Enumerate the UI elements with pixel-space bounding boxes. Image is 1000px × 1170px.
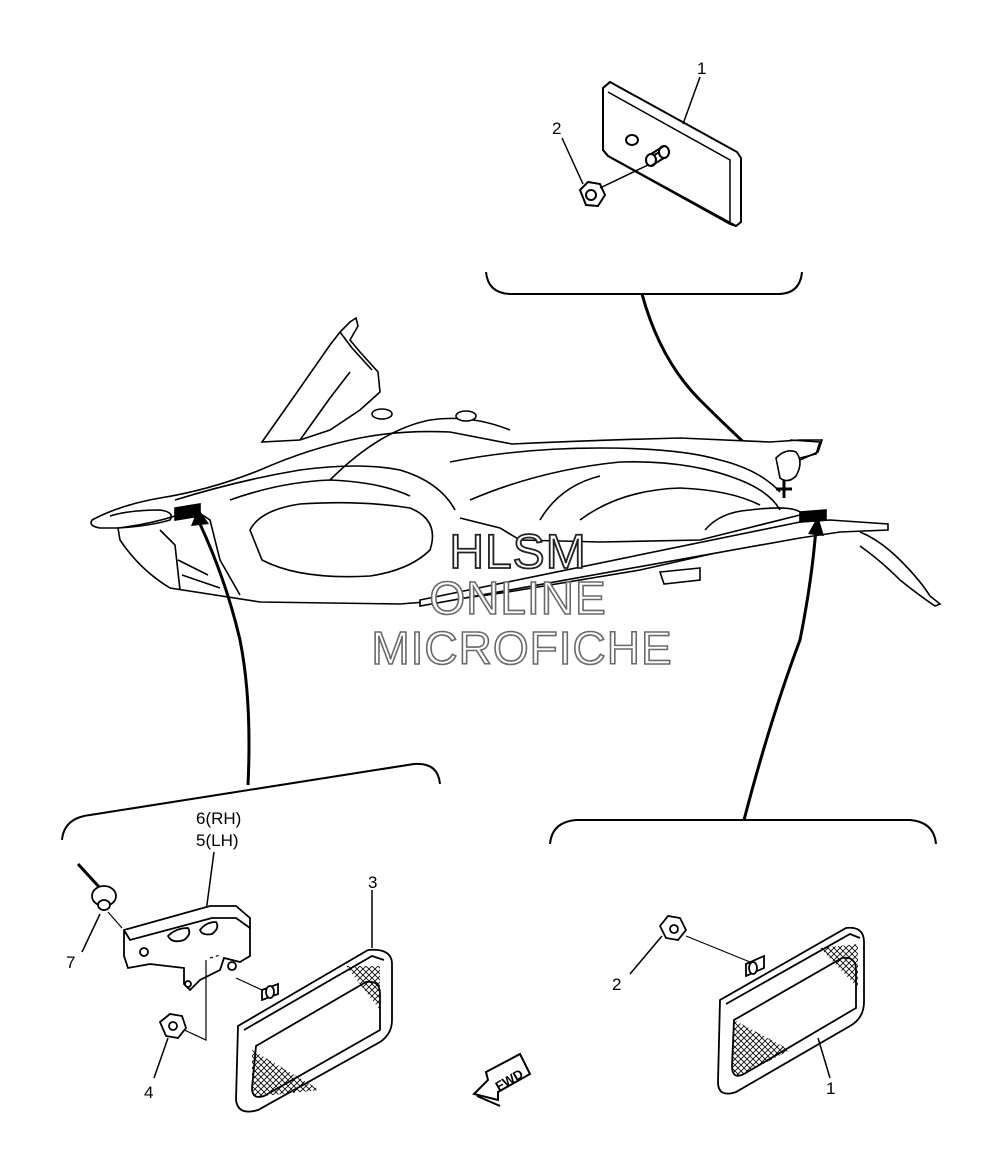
watermark-line1: HLSM bbox=[449, 526, 586, 579]
rivet-leader bbox=[81, 913, 101, 953]
right-detail-bracket bbox=[549, 819, 937, 845]
nut-guide-line bbox=[179, 960, 207, 1041]
right-arrowhead bbox=[808, 516, 824, 536]
callout-rivet: 7 bbox=[66, 953, 75, 972]
top-reflector-plate bbox=[602, 80, 742, 228]
callout-left-nut: 4 bbox=[144, 1083, 153, 1102]
right-nut bbox=[658, 915, 688, 941]
rivet bbox=[76, 862, 117, 911]
callout-bracket-lh: 5(LH) bbox=[196, 831, 239, 850]
left-detail-group: 6(RH) 5(LH) 7 4 bbox=[61, 762, 441, 1113]
callout-right-reflector: 1 bbox=[826, 1079, 835, 1098]
watermark-line2: ONLINE bbox=[429, 572, 606, 624]
left-reflector bbox=[235, 948, 393, 1113]
top-nut bbox=[578, 180, 607, 208]
fwd-arrow: FWD bbox=[472, 1052, 532, 1107]
callout-right-nut: 2 bbox=[612, 975, 621, 994]
right-reflector bbox=[717, 926, 865, 1095]
right-reflector-leader bbox=[817, 1037, 831, 1079]
right-pointer-arrow bbox=[742, 527, 818, 821]
right-nut-leader bbox=[629, 935, 663, 975]
right-detail-group: 2 1 bbox=[549, 819, 937, 1098]
left-nut bbox=[158, 1013, 188, 1039]
callout-bracket-rh: 6(RH) bbox=[196, 809, 241, 828]
snowmobile-outline bbox=[90, 316, 942, 607]
top-nut-leader bbox=[599, 164, 649, 189]
left-stud-guide bbox=[235, 977, 263, 991]
right-nut-guide bbox=[685, 935, 751, 963]
callout-top-nut: 2 bbox=[552, 119, 561, 138]
top-plate-leader bbox=[682, 76, 701, 125]
left-nut-leader bbox=[153, 1037, 169, 1079]
left-detail-bracket bbox=[61, 762, 441, 841]
top-detail-group: 1 2 bbox=[485, 59, 803, 480]
top-nut-callout-leader bbox=[561, 137, 584, 185]
bracket-leader bbox=[205, 851, 215, 913]
watermark: HLSM ONLINE MICROFICHE bbox=[371, 525, 673, 675]
top-detail-bracket bbox=[485, 271, 803, 295]
mounting-bracket bbox=[123, 905, 251, 992]
left-arrowhead bbox=[191, 508, 209, 526]
callout-left-reflector: 3 bbox=[368, 873, 377, 892]
left-pointer-arrow bbox=[198, 523, 251, 786]
callout-top-plate: 1 bbox=[697, 59, 706, 78]
lower-pointer-arrows bbox=[191, 508, 824, 821]
watermark-line3: MICROFICHE bbox=[371, 622, 672, 674]
